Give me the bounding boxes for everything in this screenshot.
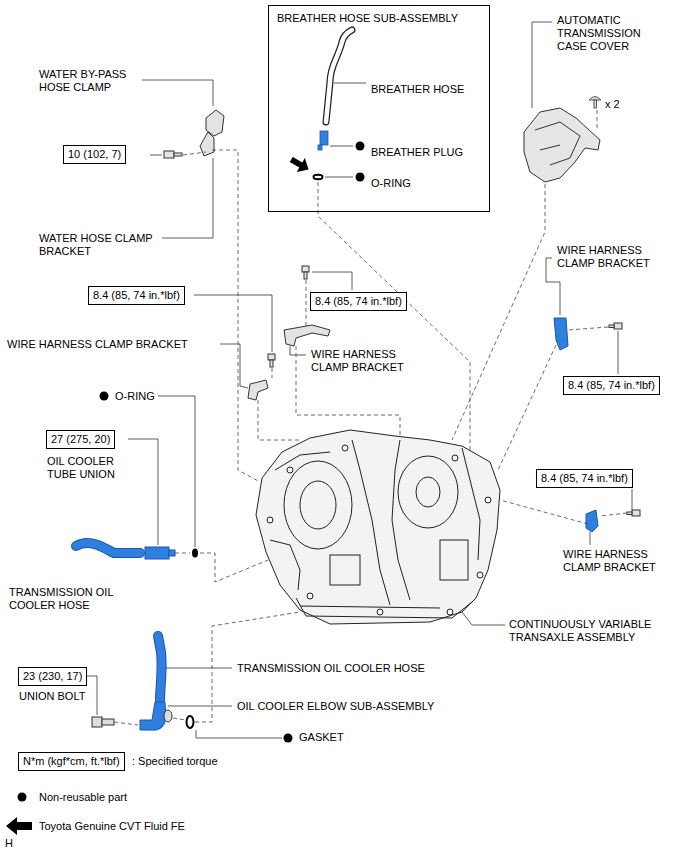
- torque-box: 23 (230, 17): [18, 667, 87, 686]
- part-name: WATER BY-PASS HOSE CLAMP: [38, 68, 140, 94]
- torque-box: 8.4 (85, 74 in.*lbf): [563, 376, 660, 395]
- part-name: O-RING: [114, 390, 156, 403]
- part-name: OIL COOLER TUBE UNION: [46, 455, 126, 481]
- torque-value: 8.4 (85, 74 in.*lbf): [568, 379, 655, 392]
- part-name: UNION BOLT: [18, 690, 86, 703]
- torque-box: 8.4 (85, 74 in.*lbf): [88, 286, 185, 305]
- torque-value: 23 (230, 17): [23, 670, 82, 683]
- part-name: WIRE HARNESS CLAMP BRACKET: [310, 348, 412, 374]
- part-name: CONTINUOUSLY VARIABLE TRANSAXLE ASSEMBLY: [508, 618, 670, 644]
- group-heading: BREATHER HOSE SUB-ASSEMBLY: [277, 12, 397, 25]
- part-name: O-RING: [371, 177, 411, 190]
- torque-box: 10 (102, 7): [63, 145, 126, 164]
- part-name: WIRE HARNESS CLAMP BRACKET: [562, 548, 664, 574]
- figure-code: H: [4, 837, 14, 850]
- part-name: WIRE HARNESS CLAMP BRACKET: [6, 338, 189, 351]
- torque-value: N*m (kgf*cm, ft.*lbf): [23, 755, 120, 768]
- torque-value: 10 (102, 7): [68, 148, 121, 161]
- part-name: GASKET: [298, 731, 345, 744]
- part-name: OIL COOLER ELBOW SUB-ASSEMBLY: [236, 700, 435, 713]
- legend-text: Toyota Genuine CVT Fluid FE: [38, 820, 186, 833]
- torque-value: 27 (275, 20): [51, 433, 110, 446]
- legend-text: Non-reusable part: [38, 791, 128, 804]
- torque-box: 8.4 (85, 74 in.*lbf): [310, 292, 407, 311]
- torque-value: 8.4 (85, 74 in.*lbf): [93, 289, 180, 302]
- part-name: WATER HOSE CLAMP BRACKET: [38, 232, 162, 258]
- part-name: BREATHER PLUG: [371, 146, 463, 159]
- torque-unit-box: N*m (kgf*cm, ft.*lbf): [18, 752, 125, 771]
- torque-value: 8.4 (85, 74 in.*lbf): [541, 472, 628, 485]
- torque-value: 8.4 (85, 74 in.*lbf): [315, 295, 402, 308]
- part-name: AUTOMATIC TRANSMISSION CASE COVER: [556, 14, 650, 53]
- quantity: x 2: [604, 98, 621, 111]
- torque-box: 27 (275, 20): [46, 430, 115, 449]
- part-name: WIRE HARNESS CLAMP BRACKET: [556, 244, 658, 270]
- part-name: BREATHER HOSE: [371, 83, 464, 96]
- part-name: TRANSMISSION OIL COOLER HOSE: [8, 586, 124, 612]
- torque-box: 8.4 (85, 74 in.*lbf): [536, 469, 633, 488]
- part-name: TRANSMISSION OIL COOLER HOSE: [236, 662, 426, 675]
- breather-assembly-box: BREATHER HOSE SUB-ASSEMBLY BREATHER HOSE B…: [268, 5, 490, 212]
- legend-text: : Specified torque: [131, 755, 219, 768]
